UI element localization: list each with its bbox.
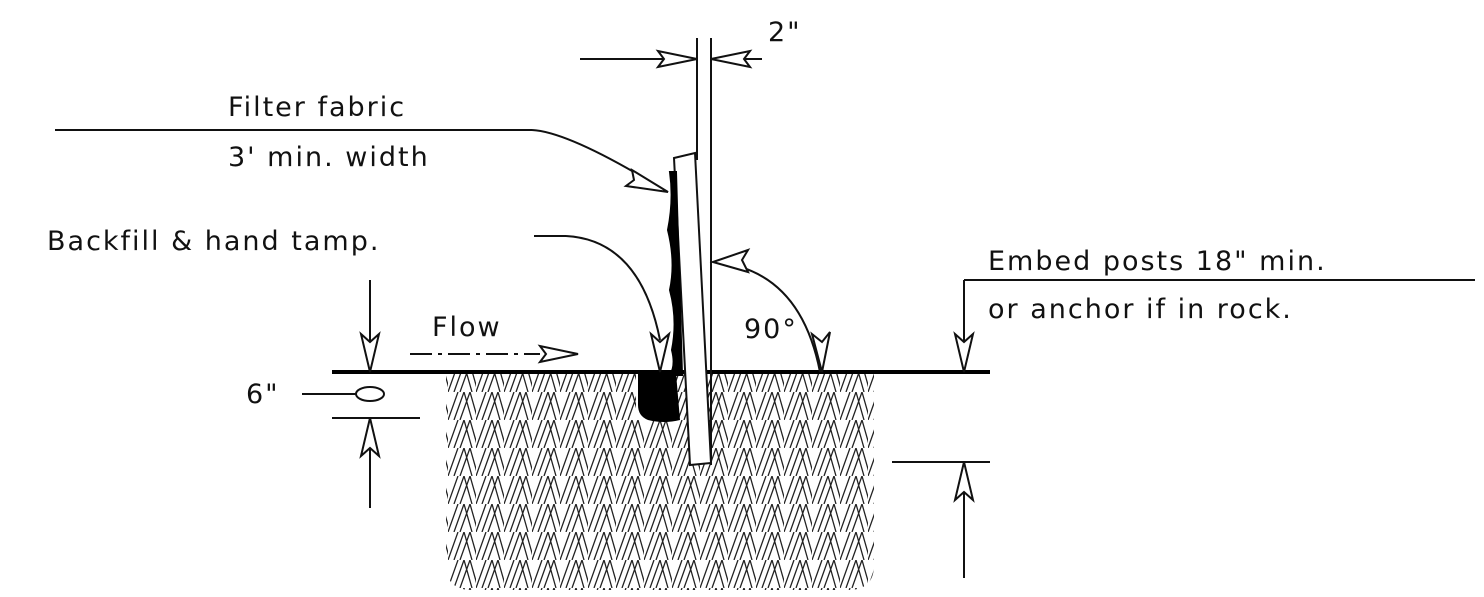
- backfill-fill: [638, 373, 680, 422]
- backfill-label: Backfill & hand tamp.: [47, 226, 380, 257]
- dimension-marker: [355, 386, 385, 402]
- trench-depth-label: 6": [246, 379, 280, 410]
- flow-label: Flow: [432, 312, 502, 343]
- angle-label: 90°: [744, 314, 798, 345]
- backfill-callout: Backfill & hand tamp.: [47, 226, 671, 373]
- embed-label-line1: Embed posts 18" min.: [988, 246, 1327, 277]
- filter-fabric-label-line2: 3' min. width: [228, 142, 430, 173]
- flow-indicator: Flow: [410, 312, 579, 364]
- embed-posts-callout: Embed posts 18" min. or anchor if in roc…: [892, 246, 1475, 578]
- filter-fabric-callout: Filter fabric 3' min. width: [55, 92, 669, 193]
- trench-depth-dimension: 6": [246, 280, 420, 508]
- filter-fabric: [666, 171, 684, 376]
- angle-dimension: 90°: [709, 248, 831, 373]
- fence-post: [672, 151, 713, 467]
- post-width-label: 2": [768, 17, 802, 48]
- filter-fabric-label-line1: Filter fabric: [228, 92, 406, 123]
- post-width-dimension: 2": [580, 17, 802, 69]
- embed-label-line2: or anchor if in rock.: [988, 294, 1293, 325]
